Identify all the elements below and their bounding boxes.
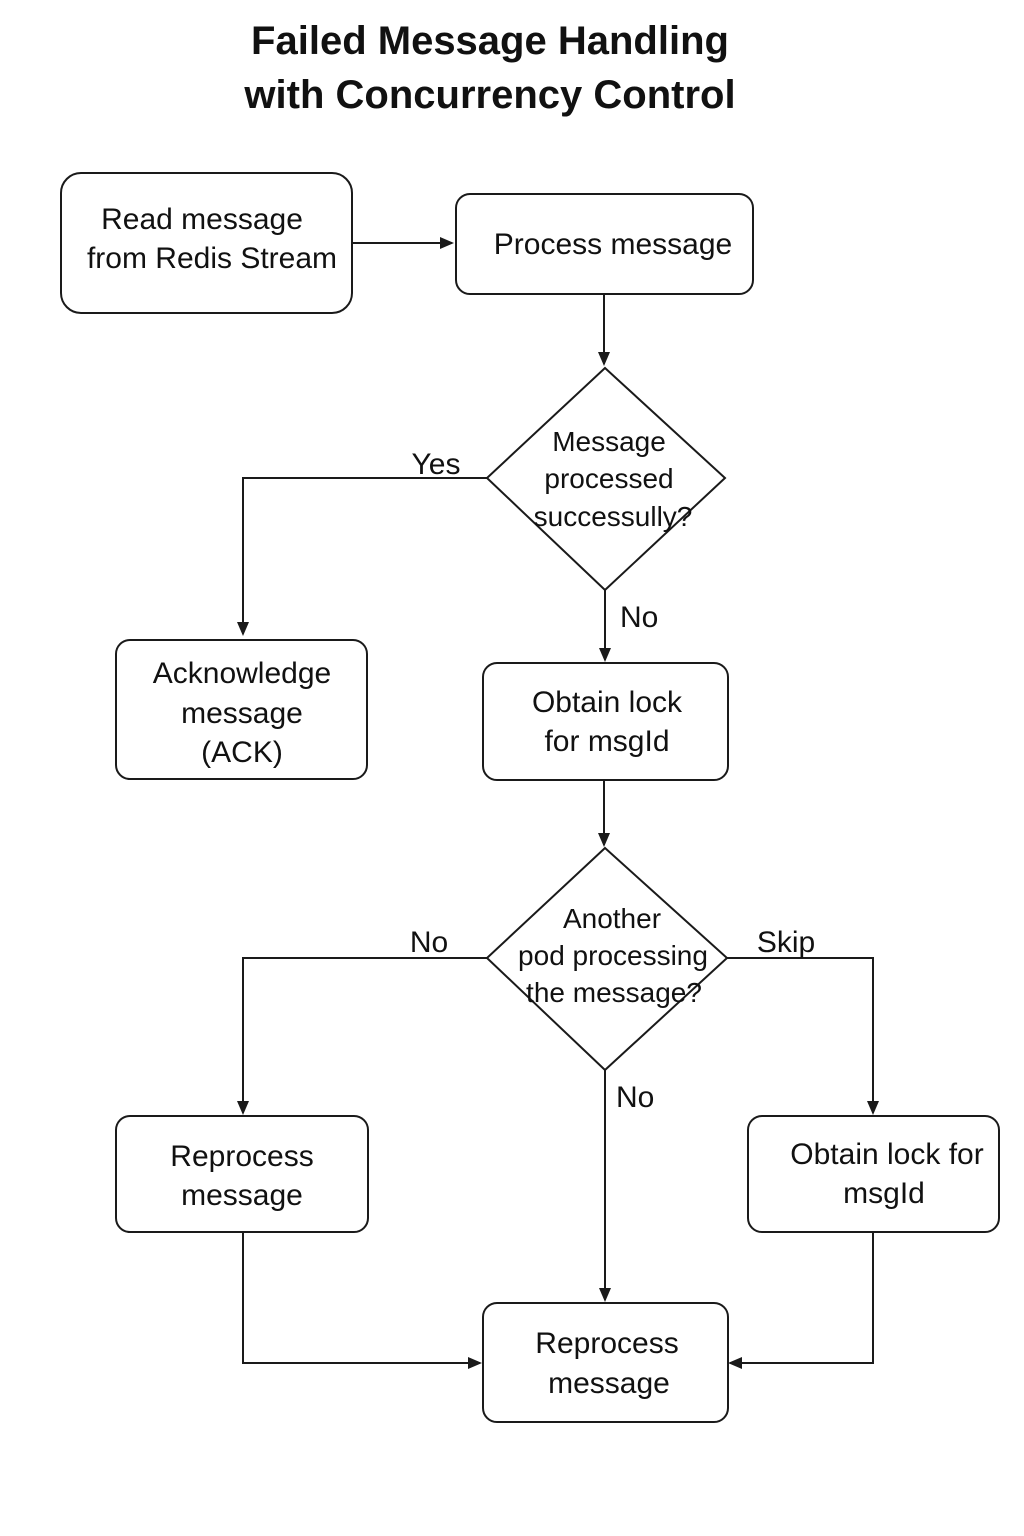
node-reprocess-left-line-1: Reprocess bbox=[170, 1140, 313, 1173]
node-obtain-lock-box bbox=[482, 662, 729, 781]
node-reprocess-left-box bbox=[115, 1115, 369, 1233]
node-process-message-line-1: Process message bbox=[494, 228, 732, 261]
node-read-message-line-1: Read message bbox=[101, 203, 303, 236]
edge-pod-no-to-reprocess-left bbox=[237, 957, 487, 1115]
edge-label-yes: Yes bbox=[412, 448, 461, 481]
edge-pod-skip-to-lock-right bbox=[727, 957, 879, 1115]
node-reprocess-left: Reprocess message bbox=[115, 1115, 369, 1233]
node-process-message-box bbox=[455, 193, 754, 295]
node-acknowledge-line-3: (ACK) bbox=[201, 736, 283, 769]
node-acknowledge-line-1: Acknowledge bbox=[153, 657, 331, 690]
decision-processed-successfully-shape bbox=[485, 366, 727, 592]
node-acknowledge-line-2: message bbox=[181, 697, 303, 730]
node-reprocess-bottom-box bbox=[482, 1302, 729, 1423]
diagram-title-line-1: Failed Message Handling bbox=[251, 19, 729, 63]
node-obtain-lock-line-2: for msgId bbox=[544, 725, 669, 758]
node-reprocess-left-line-2: message bbox=[181, 1179, 303, 1212]
node-acknowledge: Acknowledge message (ACK) bbox=[115, 639, 368, 780]
decision-processed-successfully: Message processed successully? bbox=[485, 366, 727, 592]
node-obtain-lock-right-line-2: msgId bbox=[843, 1177, 925, 1210]
node-reprocess-bottom: Reprocess message bbox=[482, 1302, 729, 1423]
decision-another-pod-shape bbox=[485, 846, 729, 1072]
decision-another-pod-line-2: pod processing bbox=[518, 940, 708, 971]
edge-label-no-success: No bbox=[620, 601, 658, 634]
decision-processed-successfully-line-3: successully? bbox=[534, 501, 693, 532]
edge-decision-yes-to-ack bbox=[237, 477, 487, 636]
diagram-title-line-2: with Concurrency Control bbox=[244, 73, 736, 117]
decision-another-pod: Another pod processing the message? bbox=[485, 846, 729, 1072]
node-obtain-lock-right-line-1: Obtain lock for bbox=[790, 1138, 983, 1171]
node-process-message: Process message bbox=[455, 193, 754, 295]
decision-another-pod-line-3: the message? bbox=[526, 977, 702, 1008]
decision-processed-successfully-line-1: Message bbox=[552, 426, 666, 457]
edge-label-no-pod-down: No bbox=[616, 1081, 654, 1114]
diagram-title: Failed Message Handling with Concurrency… bbox=[0, 14, 980, 122]
edge-reprocess-left-to-bottom bbox=[242, 1233, 482, 1369]
decision-another-pod-line-1: Another bbox=[563, 903, 661, 934]
node-read-message: Read message from Redis Stream bbox=[60, 172, 353, 314]
node-obtain-lock-right: Obtain lock for msgId bbox=[747, 1115, 1000, 1233]
node-read-message-box bbox=[60, 172, 353, 314]
node-reprocess-bottom-line-1: Reprocess bbox=[535, 1327, 678, 1360]
node-read-message-line-2: from Redis Stream bbox=[87, 242, 337, 275]
node-obtain-lock: Obtain lock for msgId bbox=[482, 662, 729, 781]
node-acknowledge-box bbox=[115, 639, 368, 780]
node-obtain-lock-right-box bbox=[747, 1115, 1000, 1233]
node-reprocess-bottom-line-2: message bbox=[548, 1367, 670, 1400]
edge-lock-right-to-bottom bbox=[728, 1233, 874, 1369]
node-obtain-lock-line-1: Obtain lock bbox=[532, 686, 683, 719]
edge-label-skip: Skip bbox=[757, 926, 815, 959]
edge-label-no-pod-left: No bbox=[410, 926, 448, 959]
decision-processed-successfully-line-2: processed bbox=[544, 463, 673, 494]
